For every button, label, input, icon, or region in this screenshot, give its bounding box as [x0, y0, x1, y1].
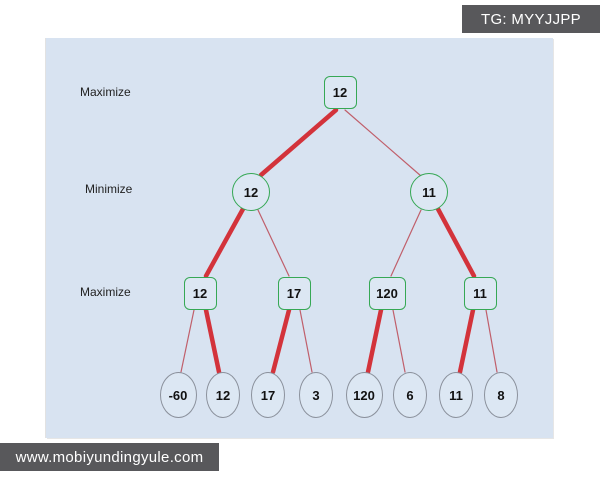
node-min-right: 11 [410, 173, 448, 211]
level-label-minimize: Minimize [85, 182, 133, 196]
leaf-5: 120 [345, 372, 383, 418]
leaf-3: 17 [251, 372, 285, 418]
leaf-8: 8 [484, 372, 518, 418]
node-max-3: 120 [368, 276, 406, 310]
level-label-maximize-bottom: Maximize [80, 285, 131, 299]
leaf-6: 6 [393, 372, 427, 418]
node-root-max: 12 [323, 75, 357, 109]
leaf-1: -60 [159, 372, 197, 418]
watermark-badge-top-right: TG: MYYJJPP [462, 5, 600, 33]
leaf-4: 3 [299, 372, 333, 418]
leaf-7: 11 [439, 372, 473, 418]
node-min-left: 12 [232, 173, 270, 211]
node-max-4: 11 [463, 276, 497, 310]
node-max-2: 17 [277, 276, 311, 310]
watermark-badge-bottom-left: www.mobiyundingyule.com [0, 443, 219, 471]
node-max-1: 12 [183, 276, 217, 310]
level-label-maximize-top: Maximize [80, 85, 131, 99]
leaf-2: 12 [206, 372, 240, 418]
